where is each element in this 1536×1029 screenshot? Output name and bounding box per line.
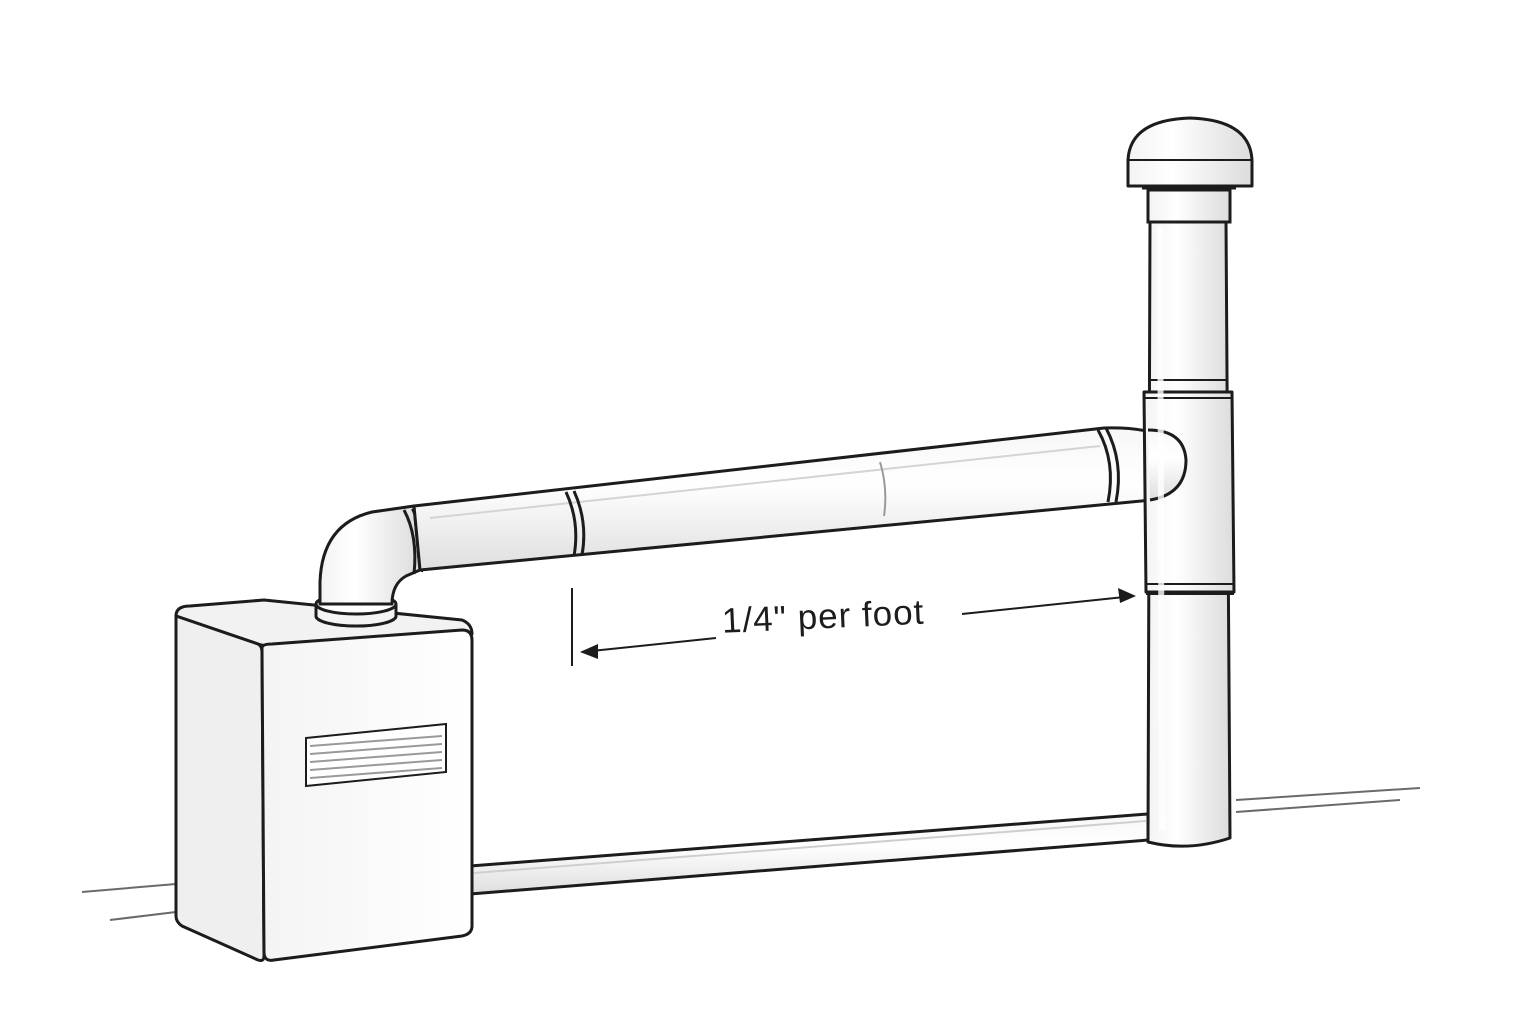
vent-elbow bbox=[318, 504, 424, 606]
water-heater bbox=[174, 598, 474, 962]
pipe-joint-line bbox=[879, 461, 887, 517]
pipe-coupling bbox=[564, 427, 1120, 557]
arrow-head-left bbox=[580, 644, 598, 659]
vent-cap bbox=[1126, 116, 1254, 224]
vent-grille bbox=[305, 722, 447, 788]
dimension-line-right bbox=[961, 595, 1135, 615]
slope-dimension bbox=[571, 588, 1136, 666]
dimension-line-left bbox=[581, 637, 717, 653]
horizontal-vent-pipe bbox=[412, 426, 1186, 572]
arrow-head-right bbox=[1118, 588, 1136, 603]
ground-lines bbox=[81, 787, 1421, 921]
vertical-stack bbox=[1142, 218, 1236, 848]
bottom-drain-pipe bbox=[468, 812, 1150, 896]
